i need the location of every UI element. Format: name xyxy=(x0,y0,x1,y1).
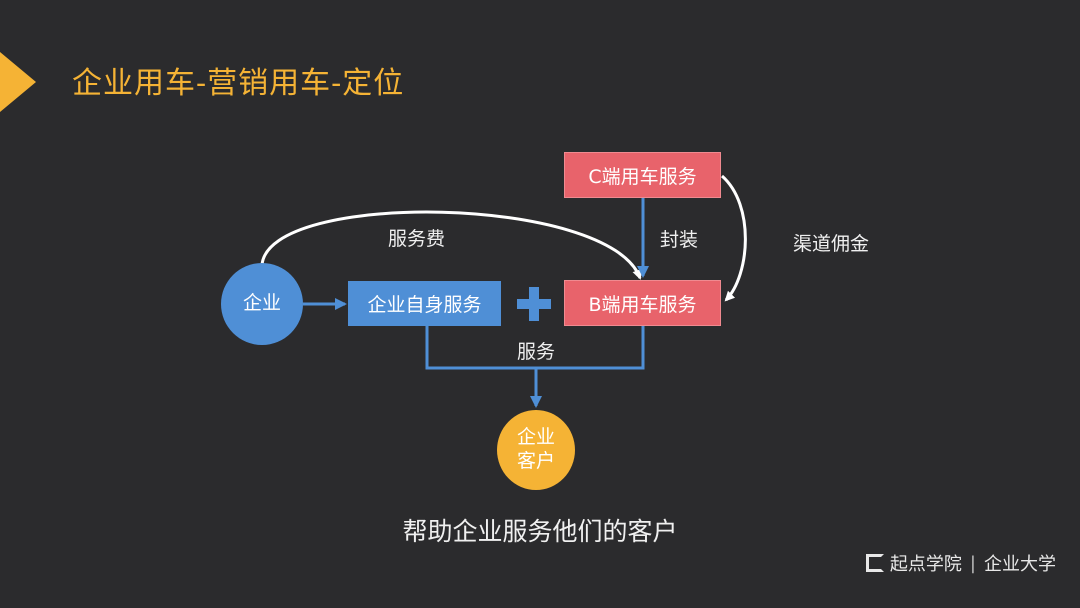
c-service-box: C端用车服务 xyxy=(564,152,721,198)
b-service-box: B端用车服务 xyxy=(564,280,721,326)
service-fee-arrow xyxy=(260,210,642,280)
service-label: 服务 xyxy=(517,341,556,363)
self-service-box: 企业自身服务 xyxy=(348,281,501,326)
brand-name: 起点学院 xyxy=(889,554,962,575)
brand-divider: | xyxy=(969,552,976,574)
plus-icon xyxy=(517,287,551,321)
brand-logo-icon xyxy=(865,554,884,572)
company-node: 企业 xyxy=(221,263,303,345)
slide-caption: 帮助企业服务他们的客户 xyxy=(402,517,678,546)
channel-commission-arrow xyxy=(721,174,747,302)
footer-brand: 起点学院 | 企业大学 xyxy=(865,550,1056,576)
customer-node: 企业 客户 xyxy=(497,410,575,490)
title-marker xyxy=(0,52,36,112)
service-fee-label: 服务费 xyxy=(388,228,446,250)
brand-sub: 企业大学 xyxy=(984,554,1056,575)
channel-commission-label: 渠道佣金 xyxy=(793,233,870,255)
slide-title: 企业用车-营销用车-定位 xyxy=(72,66,405,101)
customer-label-line2: 客户 xyxy=(516,450,555,472)
package-label: 封装 xyxy=(660,229,699,251)
customer-label-line1: 企业 xyxy=(516,426,555,449)
